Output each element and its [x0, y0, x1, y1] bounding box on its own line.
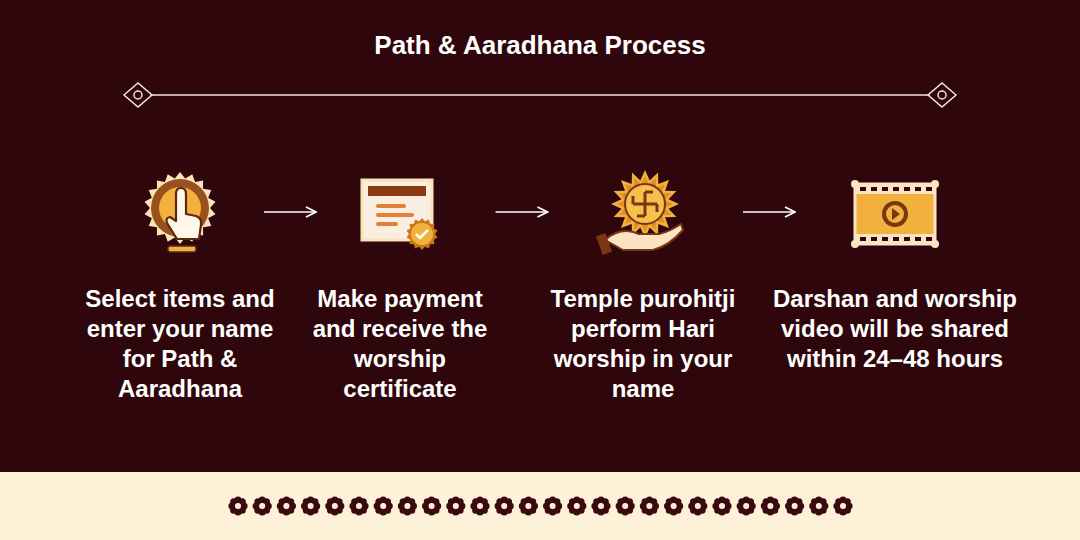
footer-band [0, 472, 1080, 540]
step-label: Temple purohitji perform Hari worship in… [530, 284, 756, 404]
step-label: Darshan and worship video will be shared… [771, 284, 1019, 374]
step-icon [352, 168, 448, 264]
step-label: Make payment and receive the worship cer… [294, 284, 506, 404]
process-step: Select items and enter your name for Pat… [80, 168, 280, 404]
process-step: Darshan and worship video will be shared… [771, 168, 1019, 374]
flow-arrow [496, 211, 548, 213]
flow-arrow [743, 211, 795, 213]
flower-border [228, 496, 852, 515]
flow-arrow [264, 211, 316, 213]
step-icon [132, 168, 228, 264]
divider-ornament [124, 83, 956, 107]
step-icon [595, 168, 691, 264]
diagram-title: Path & Aaradhana Process [0, 30, 1080, 61]
process-step: Make payment and receive the worship cer… [294, 168, 506, 404]
step-label: Select items and enter your name for Pat… [80, 284, 280, 404]
divider-line [150, 94, 930, 96]
process-step: Temple purohitji perform Hari worship in… [530, 168, 756, 404]
step-icon [847, 168, 943, 264]
